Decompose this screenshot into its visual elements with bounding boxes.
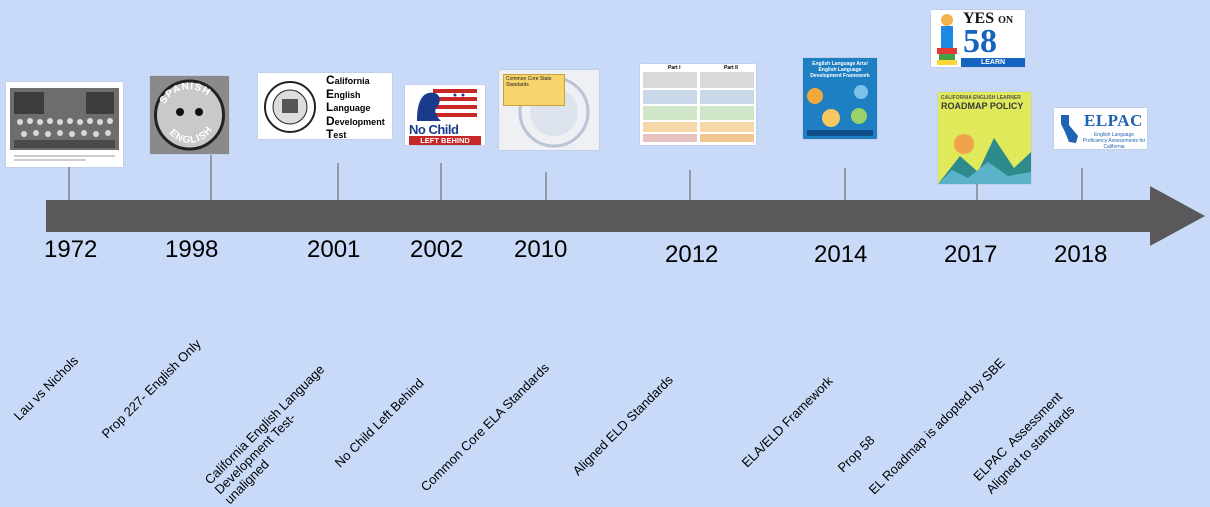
year-1972: 1972 <box>44 236 98 263</box>
framework-collage <box>807 85 873 136</box>
celdt-acronym: California English Language Development … <box>326 74 385 139</box>
sign-yes: YES <box>963 10 995 27</box>
year-2001: 2001 <box>307 236 361 263</box>
eld-standards-doc: Part I Part II <box>640 64 756 145</box>
sign-learn: LEARN <box>961 58 1025 67</box>
sign-on: ON <box>998 15 1014 26</box>
celdt-letter-d: D <box>326 113 335 128</box>
yes-on-58: YES ON 58 LEARN <box>931 10 1025 67</box>
nclb-logo: No Child LEFT BEHIND <box>405 85 485 145</box>
roadmap-title-2: ROADMAP POLICY <box>941 101 1024 111</box>
spanish-english-badge: SPANISH ENGLISH <box>150 76 229 154</box>
roadmap-title-1: CALIFORNIA ENGLISH LEARNER <box>941 95 1021 101</box>
year-2012: 2012 <box>665 241 719 268</box>
year-2018: 2018 <box>1054 241 1108 268</box>
badge-graphic: SPANISH ENGLISH <box>154 79 225 151</box>
celdt-letter-l: L <box>326 100 334 114</box>
celdt-word-3: anguage <box>333 103 371 113</box>
mountain-graphic <box>938 134 1031 184</box>
celdt-letter-c: C <box>326 73 335 87</box>
common-core-title: Common Core State Standards <box>506 76 552 88</box>
elpac-subtitle: English Language Proficiency Assessments… <box>1082 132 1146 149</box>
sign-number: 58 <box>963 23 997 60</box>
common-core-doc: Common Core State Standards <box>499 70 599 150</box>
year-1998: 1998 <box>165 236 219 263</box>
california-map-icon <box>1061 115 1078 143</box>
year-2014: 2014 <box>814 241 868 268</box>
classroom-photo <box>6 82 123 167</box>
nclb-title: No Child <box>409 122 459 137</box>
year-2017: 2017 <box>944 241 998 268</box>
elpac-name: ELPAC <box>1084 111 1143 130</box>
part1-label: Part I <box>668 65 681 71</box>
framework-title: English Language Arts/ English Language … <box>810 61 870 79</box>
part2-label: Part II <box>724 65 738 71</box>
celdt-logo: California English Language Development … <box>258 73 392 139</box>
timeline-arrow <box>46 186 1205 246</box>
celdt-word-5: est <box>333 130 347 139</box>
celdt-word-4: evelopment <box>334 116 385 127</box>
child-figure-icon <box>937 14 957 65</box>
framework-cover: English Language Arts/ English Language … <box>803 58 877 139</box>
standards-grid <box>643 72 754 142</box>
year-2002: 2002 <box>410 236 464 263</box>
classroom-photo-image <box>10 88 119 161</box>
celdt-word-1: alifornia <box>334 76 370 86</box>
elpac-logo: ELPAC English Language Proficiency Asses… <box>1054 108 1147 149</box>
roadmap-cover: CALIFORNIA ENGLISH LEARNER ROADMAP POLIC… <box>938 92 1031 184</box>
celdt-letter-e: E <box>326 86 335 101</box>
celdt-letter-t: T <box>326 127 334 139</box>
celdt-word-2: nglish <box>334 89 361 100</box>
year-2010: 2010 <box>514 236 568 263</box>
nclb-subtitle: LEFT BEHIND <box>409 136 481 145</box>
flag-icon <box>417 89 477 121</box>
department-seal-icon <box>264 81 316 133</box>
